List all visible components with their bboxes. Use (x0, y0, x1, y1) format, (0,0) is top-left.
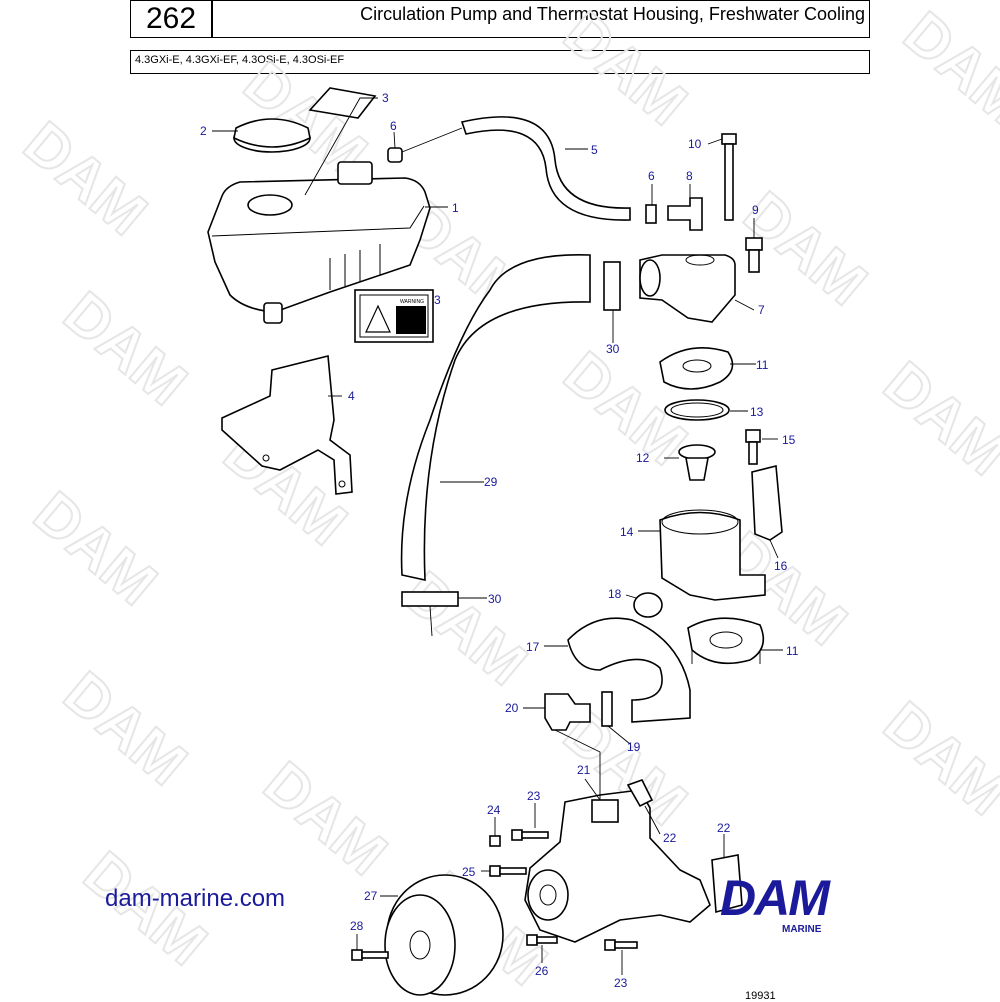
decal-sheet (308, 87, 377, 119)
upper-hose (460, 116, 631, 221)
callout-3: 3 (382, 91, 389, 105)
callout-8: 8 (686, 169, 693, 183)
hose-clamp (387, 147, 403, 163)
watermark-pattern: DAM DAM DAM DAM DAM DAM DAM DAM DAM DAM … (11, 0, 1000, 999)
page-number-box: 262 (130, 0, 212, 38)
hose-clamp (603, 261, 621, 311)
callout-18: 18 (608, 587, 622, 601)
elbow-fitting (667, 197, 703, 231)
leader-lines (212, 97, 783, 975)
callout-29: 29 (484, 475, 498, 489)
o-ring (664, 399, 730, 421)
callout-30-b: 30 (488, 592, 502, 606)
pulley (384, 874, 504, 996)
callout-10: 10 (688, 137, 702, 151)
warning-decal-text: WARNING (400, 299, 424, 305)
lower-radiator-hose (400, 253, 591, 582)
callout-16: 16 (774, 559, 788, 573)
model-list: 4.3GXi-E, 4.3GXi-EF, 4.3OSi-E, 4.3OSi-EF (135, 54, 345, 66)
callout-21: 21 (577, 763, 591, 777)
filler-cap (233, 118, 311, 153)
gasket (659, 346, 734, 390)
svg-text:DAM: DAM (52, 659, 200, 798)
svg-text:DAM: DAM (892, 0, 1000, 138)
hose-clamp (633, 592, 663, 618)
page-title: Circulation Pump and Thermostat Housing,… (360, 4, 865, 24)
callout-4: 4 (348, 389, 355, 403)
thermostat-cover (639, 254, 736, 323)
warning-decal: WARNING (354, 289, 434, 343)
callout-9: 9 (752, 203, 759, 217)
callout-23-b: 23 (614, 976, 628, 990)
svg-text:DAM: DAM (552, 0, 700, 138)
callout-2: 2 (200, 124, 207, 138)
gasket (711, 854, 743, 914)
callout-7: 7 (758, 303, 765, 317)
callout-3-warning: 3 (434, 293, 441, 307)
callout-26: 26 (535, 964, 549, 978)
website-link[interactable]: dam-marine.com (105, 885, 286, 912)
callout-28: 28 (350, 919, 364, 933)
svg-text:DAM: DAM (52, 279, 200, 418)
callout-25: 25 (462, 865, 476, 879)
bolt (489, 835, 501, 847)
callout-5: 5 (591, 143, 598, 157)
circulation-pump (524, 789, 711, 943)
callout-20: 20 (505, 701, 519, 715)
callout-17: 17 (526, 640, 540, 654)
page-number: 262 (145, 2, 197, 35)
callout-15: 15 (782, 433, 796, 447)
callout-22: 22 (663, 831, 677, 845)
callout-27: 27 (364, 889, 378, 903)
thermostat-housing (659, 509, 766, 601)
brand-subtitle: MARINE (782, 924, 822, 935)
elbow-fitting (544, 693, 591, 731)
thermostat (678, 444, 716, 481)
bolt (604, 939, 638, 951)
lifting-bracket (751, 464, 783, 541)
bypass-hose (567, 617, 691, 723)
svg-text:DAM: DAM (252, 749, 400, 888)
bolt (745, 429, 761, 465)
callout-1: 1 (452, 201, 459, 215)
figure-id: 19931 (745, 990, 776, 1002)
svg-text:DAM: DAM (12, 109, 160, 248)
expansion-tank (207, 161, 431, 324)
callout-24: 24 (487, 803, 501, 817)
callout-23: 23 (527, 789, 541, 803)
svg-text:DAM: DAM (392, 559, 540, 698)
bolt (526, 934, 558, 946)
title-box: Circulation Pump and Thermostat Housing,… (212, 0, 870, 38)
models-box: 4.3GXi-E, 4.3GXi-EF, 4.3OSi-E, 4.3OSi-EF (130, 50, 870, 74)
long-bolt (721, 133, 737, 221)
callout-14: 14 (620, 525, 634, 539)
tank-bracket (221, 354, 353, 495)
callout-6: 6 (390, 119, 397, 133)
gasket (687, 617, 765, 665)
callout-12: 12 (636, 451, 650, 465)
callout-labels: 1 2 3 3 4 5 6 6 7 8 9 10 11 11 12 13 14 … (200, 91, 799, 990)
bolt (745, 237, 763, 273)
callout-22-b: 22 (717, 821, 731, 835)
bolt (489, 865, 527, 877)
svg-text:DAM: DAM (22, 479, 170, 618)
hose-clamp (401, 591, 459, 607)
callout-13: 13 (750, 405, 764, 419)
bolt (351, 949, 389, 961)
brand-logo: DAM MARINE (720, 872, 900, 935)
callout-19: 19 (627, 740, 641, 754)
svg-text:DAM: DAM (872, 349, 1000, 488)
brand-logo-text: DAM (720, 870, 830, 926)
hose-clamp (645, 204, 657, 224)
callout-30: 30 (606, 342, 620, 356)
callout-11-b: 11 (786, 644, 799, 658)
svg-text:DAM: DAM (872, 689, 1000, 828)
callout-11: 11 (756, 358, 769, 372)
callout-6-b: 6 (648, 169, 655, 183)
o-ring (670, 402, 724, 418)
hose-clamp (601, 691, 613, 727)
bolt (511, 829, 549, 841)
gasket (626, 779, 654, 808)
